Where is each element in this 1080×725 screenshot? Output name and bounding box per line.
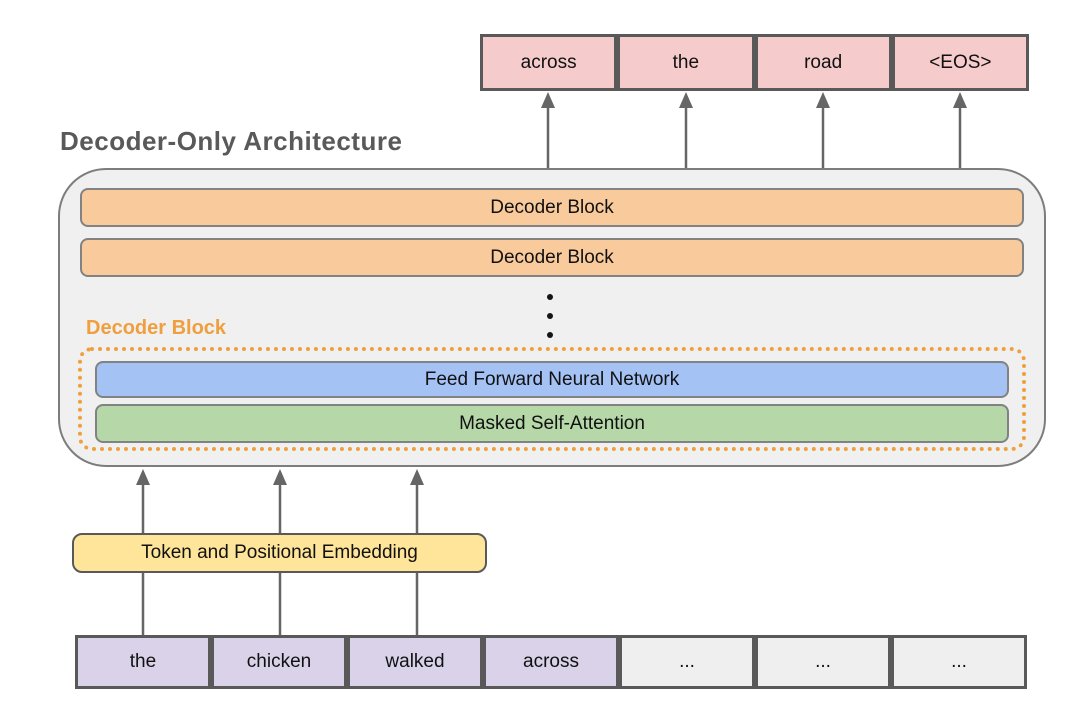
decoder-block-group-label: Decoder Block [86, 317, 227, 339]
arrow-up [953, 92, 967, 168]
input-placeholder-cell: ... [619, 635, 755, 689]
arrow-up [679, 92, 693, 168]
decoder-block-bar-1: Decoder Block [80, 188, 1024, 227]
masked-self-attention-bar: Masked Self-Attention [95, 404, 1009, 443]
input-token-cell: walked [347, 635, 483, 689]
input-placeholder-cell: ... [891, 635, 1027, 689]
embedding-box: Token and Positional Embedding [72, 533, 487, 573]
arrow-up [816, 92, 830, 168]
input-token-cell: across [483, 635, 619, 689]
output-token-cell: across [480, 34, 618, 91]
feed-forward-label: Feed Forward Neural Network [424, 368, 680, 390]
input-token-cell: chicken [211, 635, 347, 689]
input-placeholder-cell: ... [755, 635, 891, 689]
input-token-cell: the [75, 635, 211, 689]
input-token-row: the chicken walked across ... ... ... [75, 635, 1027, 689]
decoder-block-bar-2: Decoder Block [80, 238, 1024, 277]
output-token-cell: <EOS> [891, 34, 1029, 91]
page-title: Decoder-Only Architecture [60, 126, 403, 156]
output-token-cell: road [754, 34, 892, 91]
arrow-up [541, 92, 555, 168]
ellipsis-vertical-icon [546, 294, 553, 338]
decoder-block-label: Decoder Block [490, 246, 614, 268]
output-token-row: across the road <EOS> [480, 34, 1029, 91]
embedding-label: Token and Positional Embedding [141, 542, 418, 563]
decoder-block-dotted-outline [78, 347, 1026, 451]
feed-forward-bar: Feed Forward Neural Network [95, 361, 1009, 398]
masked-self-attention-label: Masked Self-Attention [459, 412, 645, 434]
decoder-block-label: Decoder Block [490, 196, 614, 218]
output-token-cell: the [617, 34, 755, 91]
